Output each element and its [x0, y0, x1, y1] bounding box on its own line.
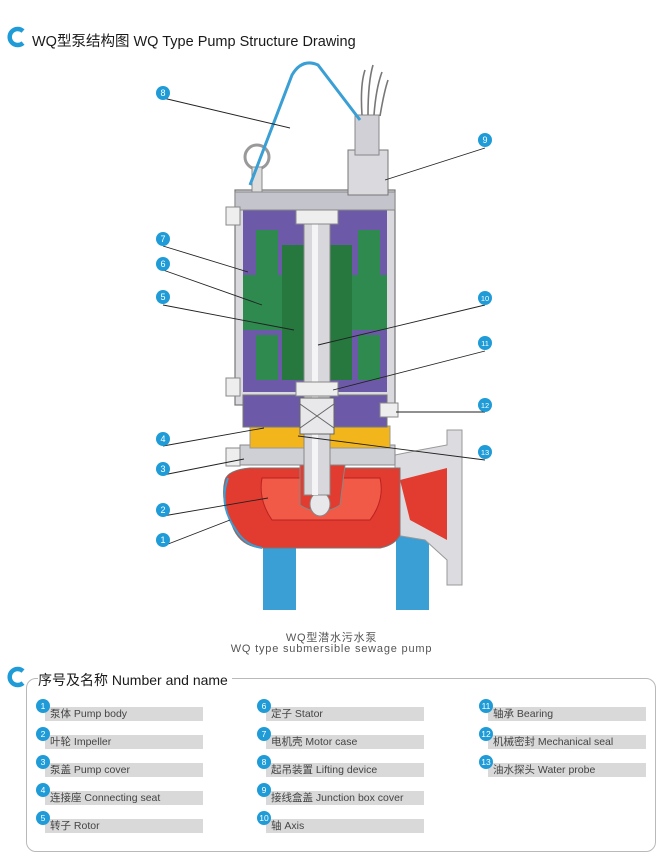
callout-number-1: 1 — [160, 535, 165, 545]
legend-item-bar — [266, 791, 424, 805]
legend-item-bar — [45, 707, 203, 721]
bearing-bottom — [295, 381, 339, 397]
callout-number-2: 2 — [160, 505, 165, 515]
callout-marker-7 — [156, 232, 170, 246]
callout-marker-1 — [156, 533, 170, 547]
legend-item-label: 油水探头 Water probe — [493, 764, 596, 776]
callout-number-3: 3 — [160, 464, 165, 474]
legend-item-number: 5 — [36, 811, 50, 825]
legend-item-label: 泵体 Pump body — [50, 708, 128, 720]
volute-left-wrap — [223, 477, 263, 549]
callout-number-10: 10 — [481, 294, 489, 303]
legend-item-bar — [45, 735, 203, 749]
legend-item-label: 机械密封 Mechanical seal — [493, 736, 614, 748]
callout-number-13: 13 — [481, 448, 489, 457]
callout-marker-8 — [156, 86, 170, 100]
figure-caption-english: WQ type submersible sewage pump — [230, 643, 433, 655]
legend-item-bar — [45, 763, 203, 777]
cables — [360, 64, 389, 117]
legend-item-number: 10 — [257, 811, 271, 825]
bearing-top — [295, 209, 339, 225]
legend-item-label: 起吊装置 Lifting device — [271, 764, 378, 776]
callout-marker-11 — [478, 336, 492, 350]
callout-marker-3 — [156, 462, 170, 476]
legend-item-label: 电机壳 Motor case — [271, 736, 358, 748]
callout-marker-5 — [156, 290, 170, 304]
legend-item-number: 6 — [257, 699, 271, 713]
legend-item-label: 叶轮 Impeller — [50, 736, 112, 748]
callout-number-9: 9 — [482, 135, 487, 145]
legend-item-bar — [45, 791, 203, 805]
legend-item-bar — [488, 763, 646, 777]
junction-box-shape — [347, 149, 389, 196]
callout-number-6: 6 — [160, 259, 165, 269]
legend-item-label: 连接座 Connecting seat — [50, 792, 161, 804]
legend-item-bar — [45, 819, 203, 833]
legend-item-bar — [488, 707, 646, 721]
legend-item-number: 4 — [36, 783, 50, 797]
section-c-icon — [7, 26, 25, 48]
page-title: WQ型泵结构图 WQ Type Pump Structure Drawing — [32, 34, 356, 50]
legend-item-bar — [266, 763, 424, 777]
legend-item-label: 轴 Axis — [271, 820, 305, 832]
legend-item-number: 12 — [479, 727, 493, 741]
section-c-icon — [7, 666, 25, 688]
legend-item-label: 泵盖 Pump cover — [50, 764, 130, 776]
legend-item-bar — [266, 735, 424, 749]
callout-number-4: 4 — [160, 434, 165, 444]
pump-structure-diagram: 8 9 7 6 5 10 11 12 4 13 3 2 1 — [156, 61, 492, 610]
legend-item-bar — [266, 819, 424, 833]
legend-panel — [26, 678, 656, 852]
legend-item-number: 7 — [257, 727, 271, 741]
legend-item-label: 轴承 Bearing — [493, 708, 554, 720]
impeller-nose — [309, 491, 331, 517]
legend-item-number: 3 — [36, 755, 50, 769]
legend-item-number: 13 — [479, 755, 493, 769]
outlet-channel — [400, 468, 447, 540]
callout-marker-10 — [478, 291, 492, 305]
legend-item-label: 定子 Stator — [271, 708, 323, 720]
callout-marker-2 — [156, 503, 170, 517]
callout-marker-12 — [478, 398, 492, 412]
legend-item-bar — [488, 735, 646, 749]
legend-title: 序号及名称 Number and name — [38, 670, 232, 690]
callout-number-7: 7 — [160, 234, 165, 244]
legend-item-label: 接线盒盖 Junction box cover — [271, 792, 404, 804]
callout-marker-4 — [156, 432, 170, 446]
legend-item-number: 11 — [479, 699, 493, 713]
legend-item-label: 转子 Rotor — [50, 820, 100, 832]
legend-item-bar — [266, 707, 424, 721]
callout-number-8: 8 — [160, 88, 165, 98]
callout-marker-9 — [478, 133, 492, 147]
legend-item-number: 9 — [257, 783, 271, 797]
cable-gland — [354, 114, 380, 156]
legend-item-number: 2 — [36, 727, 50, 741]
legend-item-number: 8 — [257, 755, 271, 769]
callout-number-11: 11 — [481, 339, 489, 348]
figure-caption-chinese: WQ型潜水污水泵 — [285, 632, 378, 644]
callout-number-5: 5 — [160, 292, 165, 302]
callout-number-12: 12 — [481, 401, 489, 410]
callout-marker-13 — [478, 445, 492, 459]
callout-marker-6 — [156, 257, 170, 271]
legend-item-number: 1 — [36, 699, 50, 713]
lifting-cable — [248, 61, 362, 186]
top-cover-shape — [234, 191, 396, 211]
